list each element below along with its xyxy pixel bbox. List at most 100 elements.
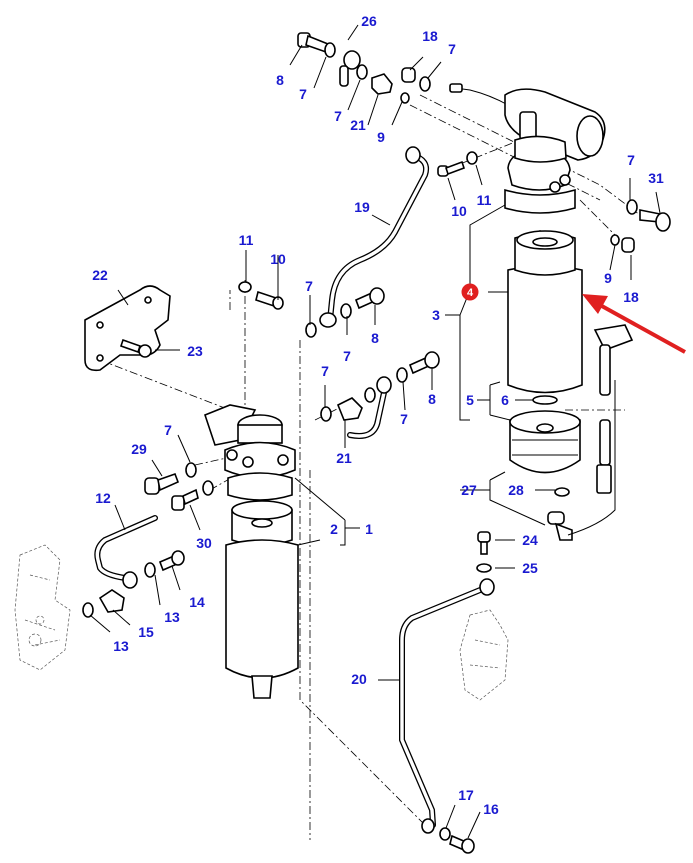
filter-element-4 [507, 230, 583, 394]
washer-25 [476, 563, 492, 573]
electric-lift-pump [449, 83, 606, 161]
fuel-pipe-21-mid [347, 376, 392, 439]
label-7-pipe19-a[interactable]: 7 [305, 278, 313, 294]
label-7-top-c[interactable]: 7 [448, 41, 456, 57]
seal-washer-13-a [144, 562, 156, 578]
adapter-15 [98, 589, 125, 613]
lower-filter-head [204, 404, 296, 501]
label-3[interactable]: 3 [432, 307, 440, 323]
mounting-bracket-22 [84, 285, 171, 372]
adapter-21-mid [336, 397, 363, 421]
label-7-top-a[interactable]: 7 [299, 86, 307, 102]
upper-filter-head [504, 135, 576, 214]
hollow-bolt-10-upper [437, 160, 466, 177]
seal-washer-13-b [82, 602, 94, 618]
label-18-right[interactable]: 18 [623, 289, 639, 305]
label-11-upper[interactable]: 11 [477, 192, 492, 208]
label-7-mid-c[interactable]: 7 [400, 411, 408, 427]
o-ring-6 [532, 395, 558, 405]
label-21-mid[interactable]: 21 [336, 450, 352, 466]
seal-washer-7-left-b [202, 480, 214, 496]
seal-washer-7-mid-a [320, 406, 332, 422]
o-ring-9-top [400, 92, 410, 104]
part-4-badge[interactable]: 4 [461, 283, 479, 301]
seal-washer-7-mid-b [364, 387, 376, 403]
adapter-21-top [371, 73, 393, 95]
banjo-bolt-8-mid [354, 287, 385, 310]
water-sensor-harness [593, 324, 634, 494]
fuel-pipe-20 [399, 578, 495, 834]
o-ring-9-right [610, 234, 620, 246]
washer-11-upper [466, 151, 478, 165]
label-2[interactable]: 2 [330, 521, 338, 537]
label-16[interactable]: 16 [483, 801, 499, 817]
leader-lines [89, 24, 661, 839]
label-31[interactable]: 31 [648, 170, 664, 186]
label-19[interactable]: 19 [354, 199, 370, 215]
water-bowl [509, 410, 581, 474]
label-18-top[interactable]: 18 [422, 28, 438, 44]
highlight-arrow [582, 294, 686, 354]
seal-washer-7-top-b [356, 64, 368, 80]
label-1[interactable]: 1 [365, 521, 373, 537]
seal-washer-7-mid-c [396, 367, 408, 383]
part-labels: 26 18 7 8 7 7 21 9 10 11 19 7 31 9 18 22… [92, 13, 664, 817]
seal-washer-7-pipe19-a [305, 322, 317, 338]
label-10-upper[interactable]: 10 [451, 203, 467, 219]
banjo-bolt-16 [449, 834, 475, 854]
label-6[interactable]: 6 [501, 392, 509, 408]
label-15[interactable]: 15 [138, 624, 154, 640]
seal-washer-7-right [626, 199, 638, 215]
label-7-mid-a[interactable]: 7 [321, 363, 329, 379]
label-5[interactable]: 5 [466, 392, 474, 408]
engine-outline-right [459, 609, 509, 701]
label-8-top[interactable]: 8 [276, 72, 284, 88]
banjo-bolt-31 [639, 209, 671, 232]
label-30[interactable]: 30 [196, 535, 212, 551]
label-8-mid[interactable]: 8 [371, 330, 379, 346]
label-12[interactable]: 12 [95, 490, 111, 506]
banjo-bolt-14 [158, 550, 185, 572]
sensor-30 [171, 488, 199, 511]
label-7-top-b[interactable]: 7 [334, 108, 342, 124]
label-13-b[interactable]: 13 [113, 638, 129, 654]
label-8-lower[interactable]: 8 [428, 391, 436, 407]
label-14[interactable]: 14 [189, 594, 205, 610]
seal-washer-17 [439, 827, 451, 841]
plug-18-right [621, 237, 635, 253]
label-27[interactable]: 27 [461, 482, 477, 498]
label-7-right[interactable]: 7 [627, 152, 635, 168]
label-23[interactable]: 23 [187, 343, 203, 359]
label-9-right[interactable]: 9 [604, 270, 612, 286]
label-25[interactable]: 25 [522, 560, 538, 576]
banjo-union-26 [339, 50, 361, 87]
label-17[interactable]: 17 [458, 787, 474, 803]
part-4-badge-text: 4 [467, 287, 474, 299]
bolt-10-lower [255, 290, 284, 310]
fuel-pipe-19 [319, 146, 430, 328]
label-7-pipe19-b[interactable]: 7 [343, 348, 351, 364]
label-29[interactable]: 29 [131, 441, 147, 457]
label-11-lower[interactable]: 11 [239, 232, 254, 248]
label-21-top[interactable]: 21 [350, 117, 366, 133]
seal-washer-7-left-a [185, 462, 197, 478]
bolt-24 [477, 531, 491, 555]
label-10-lower[interactable]: 10 [270, 251, 286, 267]
banjo-bolt-8-top [297, 32, 329, 54]
label-7-left[interactable]: 7 [164, 422, 172, 438]
label-24[interactable]: 24 [522, 532, 538, 548]
plug-18-top [401, 67, 416, 83]
label-22[interactable]: 22 [92, 267, 108, 283]
drain-valve-27 [547, 380, 616, 541]
engine-outline-left [14, 544, 71, 671]
seal-washer-7-top-a [324, 42, 336, 58]
label-9-top[interactable]: 9 [377, 129, 385, 145]
filter-element-2 [225, 500, 299, 699]
label-26[interactable]: 26 [361, 13, 377, 29]
label-13-a[interactable]: 13 [164, 609, 180, 625]
label-28[interactable]: 28 [508, 482, 524, 498]
label-20[interactable]: 20 [351, 671, 367, 687]
sensor-29 [144, 472, 180, 495]
seal-washer-7-top-c [419, 76, 431, 92]
